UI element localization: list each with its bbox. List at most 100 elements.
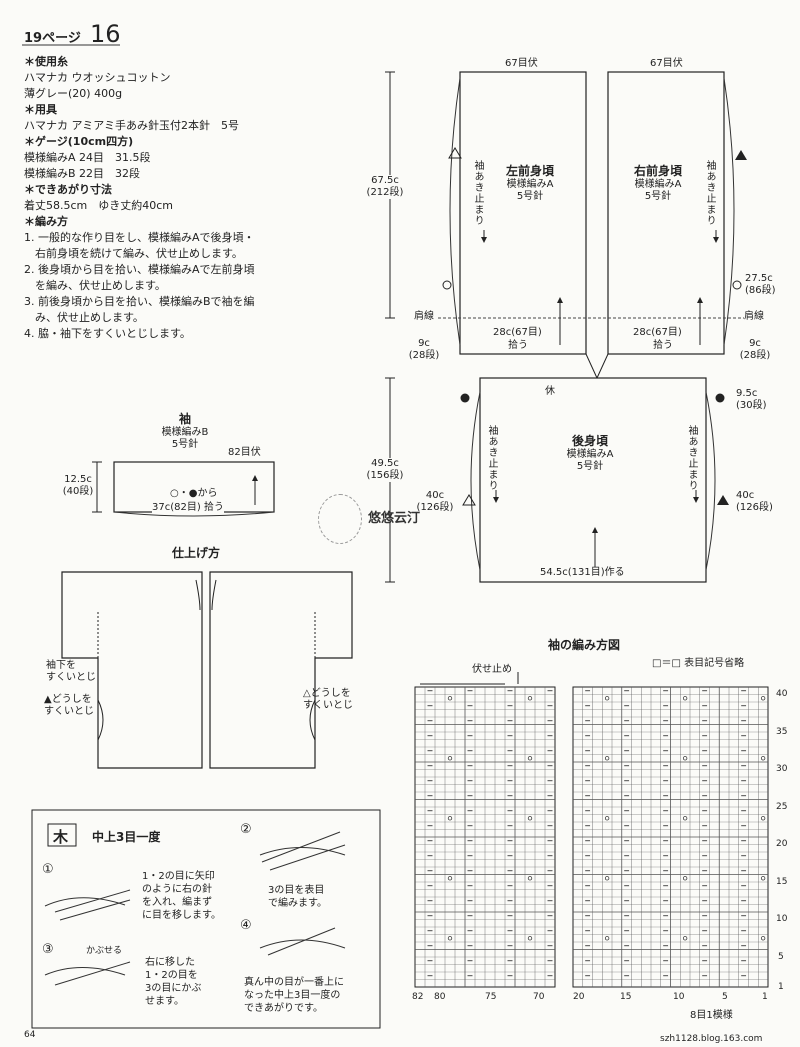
back-right-95c-cm: 9.5c bbox=[736, 388, 758, 399]
technique-symbol-icon: 木 bbox=[53, 828, 69, 846]
size: 着丈58.5cm ゆき丈約40cm bbox=[24, 199, 174, 212]
back-title: 後身頃 bbox=[571, 434, 608, 448]
y-label: 15 bbox=[776, 877, 788, 887]
back-left-40c-cm: 40c bbox=[425, 490, 445, 501]
back-panel bbox=[479, 377, 707, 583]
sleeve-pickup-line: 37c(82目) 拾う bbox=[152, 502, 224, 514]
step-line: 1・2の目を bbox=[145, 970, 198, 981]
right-front-side-note: 袖あき止まり bbox=[704, 160, 715, 226]
left-front-title: 左前身頃 bbox=[505, 164, 554, 178]
sleeve-from-marks: ○・●から bbox=[170, 488, 218, 499]
left-front-bottom: 28c(67目) bbox=[493, 327, 542, 338]
x-label: 10 bbox=[673, 992, 685, 1002]
step3-number: ③ bbox=[42, 942, 54, 957]
finishing-left-note: 袖下を すくいとじ bbox=[46, 660, 96, 684]
step-line: 真ん中の目が一番上に bbox=[244, 977, 344, 988]
chart-title: 袖の編み方図 bbox=[548, 638, 621, 652]
back-right-40c: 40c (126段) bbox=[736, 490, 773, 514]
yarn-color: 薄グレー(20) 400g bbox=[24, 87, 123, 100]
y-label: 40 bbox=[776, 689, 788, 699]
right-front-label: 右前身頃 模様編みA 5号針 bbox=[628, 162, 688, 203]
page-number: 64 bbox=[24, 1030, 36, 1040]
yarn-heading: ＊使用糸 bbox=[24, 55, 68, 68]
step-line: 右に移した bbox=[145, 957, 195, 968]
y-label: 5 bbox=[778, 952, 784, 962]
tools: ハマナカ アミアミ手あみ針玉付2本針 5号 bbox=[24, 119, 240, 132]
tools-heading: ＊用具 bbox=[24, 103, 57, 116]
back-rest: 休 bbox=[545, 386, 555, 397]
chart-bind-off: 伏せ止め bbox=[472, 664, 512, 675]
right-front-bottom: 28c(67目) bbox=[633, 327, 682, 338]
finishing-note-line: △どうしを bbox=[303, 688, 351, 699]
step-line: のように右の針 bbox=[142, 884, 212, 895]
sleeve-height-cm: 12.5c bbox=[64, 474, 92, 485]
step-line: なった中上3目一度の bbox=[244, 990, 341, 1001]
back-needle: 5号針 bbox=[576, 461, 604, 472]
step: 4. 脇・袖下をすくいとじします。 bbox=[24, 327, 191, 340]
step-line: 1・2の目に矢印 bbox=[142, 871, 215, 882]
step1-text: 1・2の目に矢印 のように右の針 を入れ、編まず に目を移します。 bbox=[142, 870, 221, 922]
finishing-note-line: すくいとじ bbox=[46, 672, 96, 683]
front-height-cm: 67.5c bbox=[371, 175, 399, 186]
finishing-note-line: すくいとじ bbox=[303, 700, 353, 711]
finishing-note-line: 袖下を bbox=[46, 660, 76, 671]
step3-text: 右に移した 1・2の目を 3の目にかぶ せます。 bbox=[145, 956, 201, 1008]
x-label: 1 bbox=[762, 992, 768, 1002]
back-bottom: 54.5c(131目)作る bbox=[540, 567, 625, 579]
right-27c: 27.5c (86段) bbox=[745, 273, 776, 297]
step: 2. 後身頃から目を拾い、模様編みAで左前身頃 bbox=[24, 263, 255, 276]
left-front-side-note: 袖あき止まり bbox=[472, 160, 483, 226]
step2-text: 3の目を表目 で編みます。 bbox=[268, 884, 327, 910]
back-pattern: 模様編みA bbox=[566, 449, 614, 460]
step4-number: ④ bbox=[240, 918, 252, 933]
gauge-b: 模様編みB 22目 32段 bbox=[24, 167, 141, 180]
x-label: 80 bbox=[434, 992, 446, 1002]
left-front-panel bbox=[459, 71, 587, 355]
y-label: 25 bbox=[776, 802, 788, 812]
step-line: 3の目を表目 bbox=[268, 885, 325, 896]
right-front-panel bbox=[607, 71, 725, 355]
shoulder-line-left: 肩線 bbox=[414, 311, 434, 322]
back-right-40c-rows: (126段) bbox=[736, 502, 773, 513]
materials-block: ＊使用糸 ハマナカ ウオッシュコットン 薄グレー(20) 400g ＊用具 ハマ… bbox=[24, 54, 255, 342]
finishing-right-note: △どうしを すくいとじ bbox=[303, 688, 353, 712]
back-label: 後身頃 模様編みA 5号針 bbox=[555, 432, 625, 473]
right-front-needle: 5号針 bbox=[644, 191, 672, 202]
source-url: szh1128.blog.163.com bbox=[660, 1034, 763, 1044]
sleeve-top: 82目伏 bbox=[228, 447, 261, 458]
x-label: 82 bbox=[412, 992, 424, 1002]
front-height-rows: (212段) bbox=[366, 187, 404, 198]
left-9c-rows: (28段) bbox=[408, 350, 440, 361]
y-label: 1 bbox=[778, 982, 784, 992]
right-27c-cm: 27.5c bbox=[745, 273, 773, 284]
back-side-note-right: 袖あき止まり bbox=[686, 425, 697, 491]
page-ref: 19ページ bbox=[24, 31, 81, 46]
back-height: 49.5c (156段) bbox=[360, 458, 410, 482]
chart-legend: □＝□ 表目記号省略 bbox=[652, 658, 745, 669]
x-label: 15 bbox=[620, 992, 632, 1002]
x-label: 20 bbox=[573, 992, 585, 1002]
gauge-a: 模様編みA 24目 31.5段 bbox=[24, 151, 151, 164]
finishing-left-note-2: ▲どうしを すくいとじ bbox=[44, 694, 94, 718]
pattern-number: 16 bbox=[89, 20, 121, 48]
yarn-name: ハマナカ ウオッシュコットン bbox=[24, 71, 171, 84]
technique-box bbox=[31, 809, 381, 1029]
left-front-label: 左前身頃 模様編みA 5号針 bbox=[500, 162, 560, 203]
watermark-text: 悠悠云汀 bbox=[368, 511, 421, 526]
step2-number: ② bbox=[240, 822, 252, 837]
chart-repeat-note: 8目1模様 bbox=[690, 1010, 733, 1021]
sleeve-needle: 5号針 bbox=[171, 439, 199, 450]
right-front-top: 67目伏 bbox=[650, 58, 683, 69]
step4-text: 真ん中の目が一番上に なった中上3目一度の できあがりです。 bbox=[244, 976, 344, 1015]
step1-number: ① bbox=[42, 862, 54, 877]
sleeve-title: 袖 bbox=[178, 412, 191, 426]
left-front-pattern: 模様編みA bbox=[506, 179, 554, 190]
back-right-40c-cm: 40c bbox=[736, 490, 755, 501]
back-left-40c: 40c (126段) bbox=[410, 490, 460, 514]
step: 1. 一般的な作り目をし、模様編みAで後身頃・ bbox=[24, 231, 255, 244]
right-front-pattern: 模様編みA bbox=[634, 179, 682, 190]
right-27c-rows: (86段) bbox=[745, 285, 776, 296]
step-line: に目を移します。 bbox=[142, 910, 221, 921]
technique-title: 中上3目一度 bbox=[92, 830, 161, 844]
back-height-cm: 49.5c bbox=[371, 458, 399, 469]
